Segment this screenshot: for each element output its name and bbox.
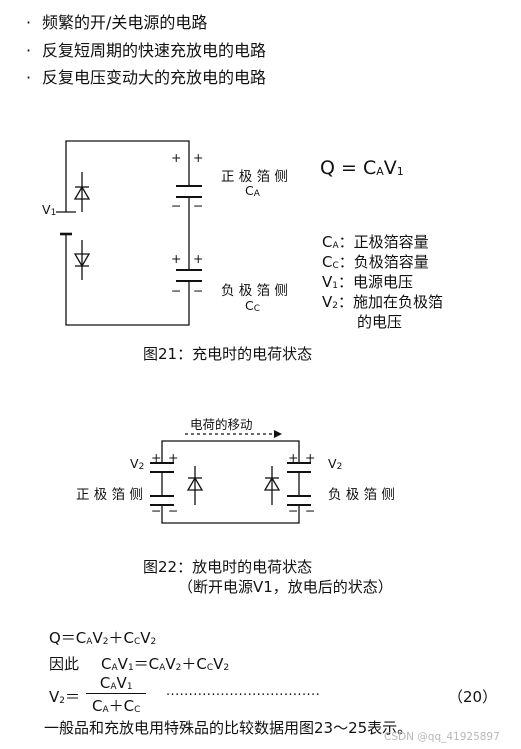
negative-foil-label: 负 极 箔 侧 <box>221 283 288 299</box>
legend-item: V2：施加在负极箔 <box>322 293 444 311</box>
legend-item: CA：正极箔容量 <box>322 233 429 251</box>
charge-movement-label: 电荷的移动 <box>190 417 253 432</box>
negative-foil-label: 负 极 箔 侧 <box>328 487 395 503</box>
positive-foil-label: 正 极 箔 侧 <box>221 169 288 185</box>
plus-sign: + <box>305 450 316 465</box>
minus-sign: − <box>305 503 316 518</box>
formula-line-3: V2＝ <box>49 688 81 706</box>
plus-sign: + <box>168 450 179 465</box>
positive-foil-label: 正 极 箔 侧 <box>76 487 143 503</box>
plus-sign: + <box>171 150 182 165</box>
plus-sign: + <box>193 251 204 266</box>
equation-number: （20） <box>448 688 498 706</box>
fig22-caption: 图22：放电时的电荷状态 <box>143 558 313 576</box>
minus-sign: − <box>193 198 204 213</box>
legend-item: CC：负极箔容量 <box>322 253 429 271</box>
watermark: CSDN @qq_41925897 <box>384 731 500 743</box>
minus-sign: − <box>288 503 299 518</box>
plus-sign: + <box>171 251 182 266</box>
ca-label: CA <box>245 183 260 199</box>
formula-line-1: Q＝CAV2＋CCV2 <box>49 629 157 647</box>
minus-sign: − <box>168 503 179 518</box>
minus-sign: − <box>151 503 162 518</box>
leader-dots: ·································· <box>166 688 321 703</box>
legend-item-continuation: 的电压 <box>357 313 403 331</box>
fraction: CAV1 CA＋CC <box>86 674 147 716</box>
closing-sentence: 一般品和充放电用特殊品的比较数据用图23～25表示。 <box>44 719 413 737</box>
minus-sign: − <box>193 283 204 298</box>
cc-label: CC <box>245 298 261 314</box>
plus-sign: + <box>193 150 204 165</box>
minus-sign: − <box>171 283 182 298</box>
bullet-item: ·频繁的开/关电源的电路 <box>26 13 208 32</box>
charge-equation: Q = CAV1 <box>320 157 404 179</box>
bullet-item: ·反复短周期的快速充放电的电路 <box>26 41 267 60</box>
plus-sign: + <box>288 450 299 465</box>
plus-sign: + <box>151 450 162 465</box>
v2-label: V2 <box>328 456 343 472</box>
fig22-subcaption: （断开电源V1，放电后的状态） <box>178 578 393 596</box>
fig21-caption: 图21：充电时的电荷状态 <box>143 345 313 363</box>
v1-label: V1 <box>42 202 57 218</box>
minus-sign: − <box>171 198 182 213</box>
v2-label: V2 <box>130 456 145 472</box>
bullet-item: ·反复电压变动大的充放电的电路 <box>26 68 267 87</box>
legend-item: V1：电源电压 <box>322 273 414 291</box>
